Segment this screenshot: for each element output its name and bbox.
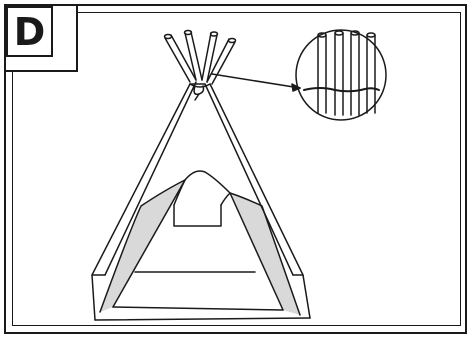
detail-poles [318, 31, 375, 115]
callout-arrow [212, 74, 300, 91]
tie-knot [190, 84, 210, 100]
fabric-right-shaded [230, 193, 300, 315]
detail-callout-circle [296, 30, 386, 120]
fabric-left-shaded [100, 180, 185, 312]
